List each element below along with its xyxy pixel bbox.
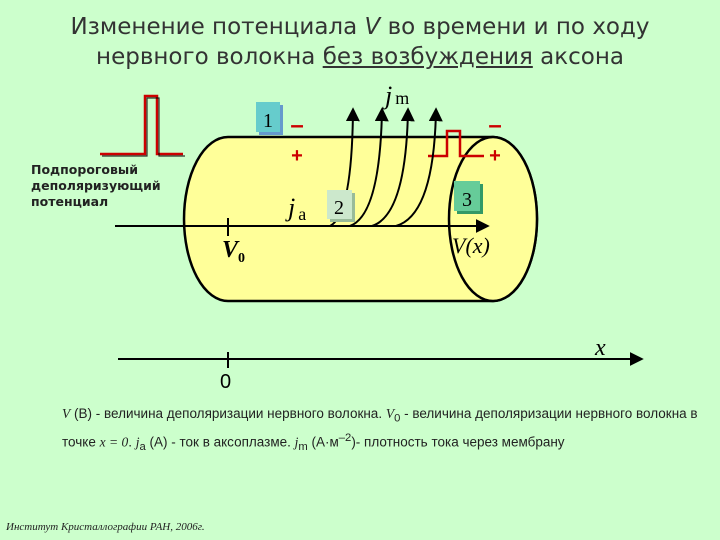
title-underlined: без возбуждения — [322, 44, 533, 70]
title-variable: V — [364, 14, 381, 40]
title-text: во времени и по ходу — [380, 14, 650, 40]
v0-label: V0 — [222, 237, 245, 266]
electrode-pulse — [428, 129, 484, 158]
electrode-box-2-label: 2 — [334, 197, 344, 219]
plus-sign: + — [489, 145, 501, 167]
page-title: Изменение потенциала V во времени и по х… — [0, 12, 720, 72]
electrode-box-1 — [256, 102, 280, 132]
caption: V (В) - величина деполяризации нервного … — [62, 406, 698, 453]
membrane-current-arrow — [349, 107, 389, 227]
depolarizing-pulse — [100, 94, 183, 156]
vx-label: V(x) — [452, 233, 490, 258]
axon-cylinder-end — [447, 135, 539, 303]
minus-sign: – — [290, 112, 303, 139]
minus-sign: – — [488, 112, 501, 139]
title-text: нервного волокна — [96, 44, 323, 70]
plus-sign: + — [291, 145, 303, 167]
footer: Институт Кристаллографии РАН, 2006г. — [6, 521, 205, 533]
depolarizing-pulse-shadow — [102, 97, 185, 157]
electrode-box-3-label: 3 — [462, 189, 472, 211]
origin-label: 0 — [220, 371, 231, 393]
electrode-box-1-label: 1 — [263, 110, 273, 132]
electrode-box-2 — [327, 190, 352, 219]
x-axis-label: x — [594, 335, 606, 361]
title-text: аксона — [532, 44, 624, 70]
electrode-box-3 — [454, 181, 480, 211]
title-text: Изменение потенциала — [70, 14, 365, 40]
side-label: Подпороговый деполяризующий потенциал — [31, 162, 161, 209]
membrane-current-arrow — [371, 107, 415, 227]
membrane-current-arrow — [395, 107, 443, 227]
